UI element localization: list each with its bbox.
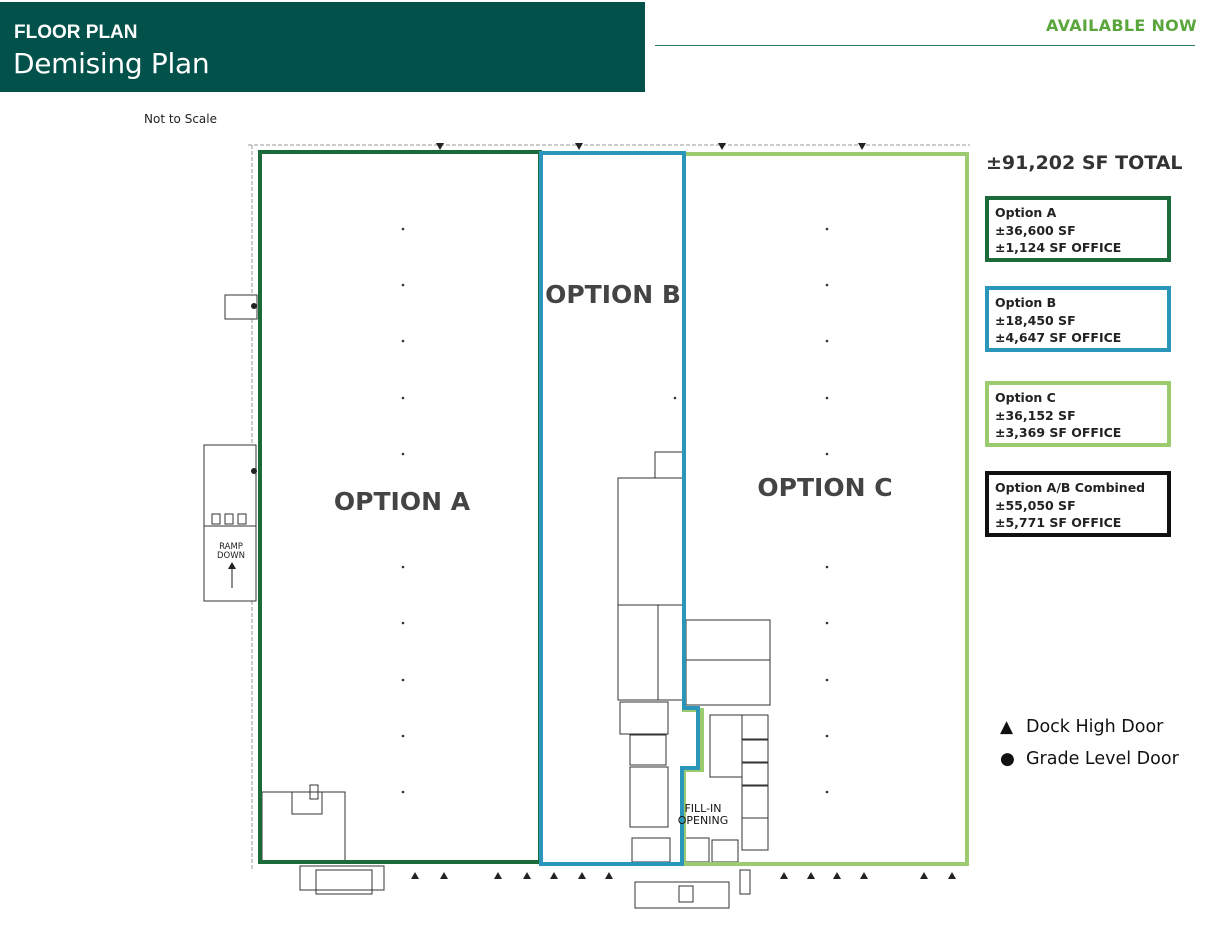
option-c-label: OPTION C (757, 473, 892, 502)
option-b-summary: Option B ±18,450 SF ±4,647 SF OFFICE (985, 286, 1171, 352)
option-b-name: Option B (995, 295, 1057, 310)
header-banner: FLOOR PLAN Demising Plan (0, 2, 645, 92)
option-c-summary: Option C ±36,152 SF ±3,369 SF OFFICE (985, 381, 1171, 447)
fill-in-label-2: OPENING (678, 814, 728, 827)
option-ab-area: ±55,050 SF (995, 497, 1076, 513)
option-b-office: ±4,647 SF OFFICE (995, 330, 1122, 345)
option-a-office: ±1,124 SF OFFICE (995, 240, 1122, 255)
dock-door-label: Dock High Door (1026, 717, 1164, 737)
office-a (261, 784, 346, 863)
grade-door-label: Grade Level Door (1026, 749, 1179, 769)
option-a-area: ±36,600 SF (995, 222, 1076, 238)
availability-label: AVAILABLE NOW (1046, 16, 1197, 35)
option-b-boundary (539, 151, 700, 866)
option-b-label: OPTION B (545, 280, 681, 309)
header-title: FLOOR PLAN (14, 22, 138, 43)
fill-in-label-1: FILL-IN (684, 802, 721, 815)
option-c-name: Option C (995, 390, 1056, 405)
bottom-exterior (299, 865, 751, 909)
legend-dock: ▲ Dock High Door (1000, 717, 1163, 737)
header-subtitle: Demising Plan (13, 47, 210, 80)
top-dock-doors (436, 143, 866, 150)
option-c-area: ±36,152 SF (995, 407, 1076, 423)
ramp-arrow (228, 562, 236, 588)
office-block (617, 451, 771, 863)
ramp-label-2: DOWN (217, 551, 245, 561)
option-ab-office: ±5,771 SF OFFICE (995, 515, 1122, 530)
option-a-name: Option A (995, 205, 1057, 220)
column-grid (401, 227, 829, 794)
scale-note: Not to Scale (144, 112, 217, 126)
option-ab-name: Option A/B Combined (995, 480, 1146, 495)
total-area: ±91,202 SF TOTAL (986, 152, 1183, 174)
legend-grade: ● Grade Level Door (1000, 749, 1179, 769)
option-c-office: ±3,369 SF OFFICE (995, 425, 1122, 440)
bottom-dock-doors (411, 872, 956, 879)
ramp-label-1: RAMP (219, 542, 243, 552)
option-c-boundary (682, 152, 969, 866)
option-a-label: OPTION A (334, 487, 471, 516)
option-b-area: ±18,450 SF (995, 312, 1076, 328)
availability-divider (655, 45, 1195, 46)
option-ab-summary: Option A/B Combined ±55,050 SF ±5,771 SF… (985, 471, 1171, 537)
option-a-summary: Option A ±36,600 SF ±1,124 SF OFFICE (985, 196, 1171, 262)
dock-door-icon: ▲ (1000, 717, 1014, 737)
grade-level-doors (251, 303, 257, 474)
grade-door-icon: ● (1000, 749, 1015, 769)
